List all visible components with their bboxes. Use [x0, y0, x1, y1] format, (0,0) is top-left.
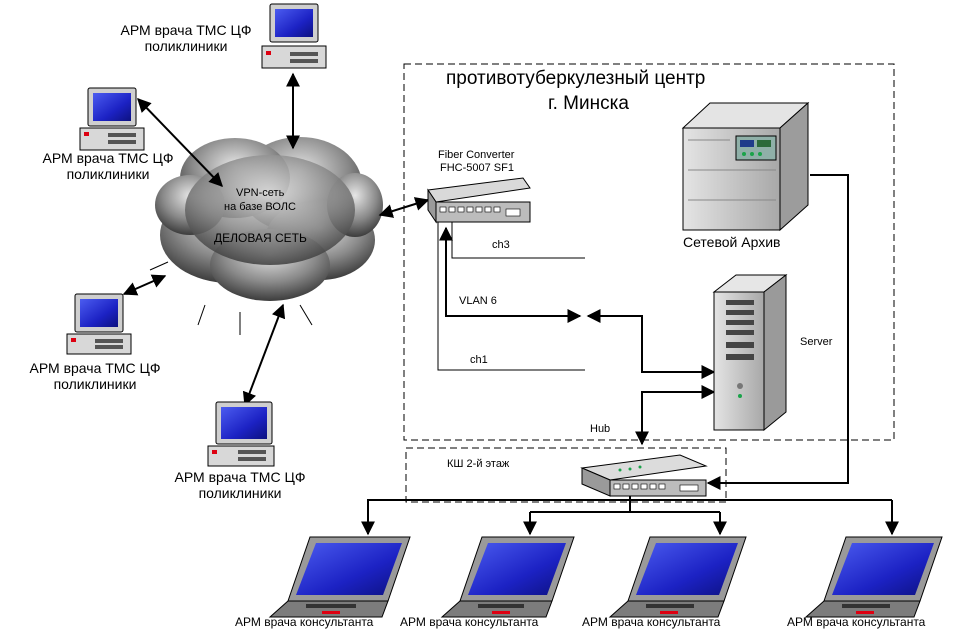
vlan-label: VLAN 6 [459, 295, 497, 307]
ws-top-line2: поликлиники [144, 38, 228, 55]
line-ch1 [437, 222, 585, 371]
laptop-3 [608, 536, 747, 618]
vpn-label-line2: на базе ВОЛС [224, 201, 296, 213]
link-ws-bottom [242, 303, 286, 407]
line-vlan-server [586, 309, 716, 379]
network-archive-device [681, 101, 810, 232]
center-title-line1: противотуберкулезный центр [446, 68, 706, 89]
ws-left-top-label: АРМ врача ТМС ЦФ поликлиники [30, 150, 186, 182]
ws-top-label: АРМ врача ТМС ЦФ поликлиники [108, 22, 264, 54]
laptop-1 [268, 536, 411, 618]
business-network-label: ДЕЛОВАЯ СЕТЬ [214, 231, 307, 245]
server-device [712, 273, 788, 432]
link-cloud-converter [378, 197, 430, 218]
link-ws-left-top [137, 97, 223, 188]
workstation-left-bottom [66, 293, 132, 355]
ws-bottom-line1: АРМ врача ТМС ЦФ [174, 469, 306, 485]
workstation-left-top [79, 87, 145, 151]
line-ch3 [451, 222, 585, 259]
ws-left-top-line1: АРМ врача ТМС ЦФ [42, 150, 174, 166]
server-label: Server [800, 336, 833, 348]
floor-boundary [405, 447, 727, 503]
ws-top-line1: АРМ врача ТМС ЦФ [120, 22, 252, 38]
hub-device [580, 454, 708, 497]
floor-label: КШ 2-й этаж [447, 458, 510, 470]
ch3-label: ch3 [492, 239, 510, 251]
laptop-3-label: АРМ врача консультанта [582, 615, 721, 629]
center-boundary [403, 63, 895, 441]
laptop-2-label: АРМ врача консультанта [400, 615, 539, 629]
line-vlan [439, 226, 582, 323]
laptop-1-label: АРМ врача консультанта [235, 615, 374, 629]
ch1-label: ch1 [470, 354, 488, 366]
laptop-4 [804, 536, 943, 618]
laptop-2 [440, 536, 575, 618]
line-hub-server [635, 385, 716, 446]
archive-label: Сетевой Архив [683, 234, 781, 250]
workstation-bottom [207, 401, 275, 467]
ws-left-bottom-line2: поликлиники [53, 376, 137, 393]
ws-left-bottom-line1: АРМ врача ТМС ЦФ [29, 360, 161, 376]
workstation-top [261, 3, 327, 69]
ws-bottom-line2: поликлиники [198, 485, 282, 502]
line-archive-hub [706, 174, 849, 490]
converter-label-line1: Fiber Converter [438, 149, 515, 161]
ws-left-bottom-label: АРМ врача ТМС ЦФ поликлиники [17, 360, 173, 392]
hub-label: Hub [590, 423, 611, 435]
fiber-converter [427, 177, 531, 224]
vpn-label-line1: VPN-сеть [236, 187, 285, 199]
link-ws-left-bottom [122, 274, 167, 296]
laptop-4-label: АРМ врача консультанта [787, 615, 926, 629]
ws-bottom-label: АРМ врача ТМС ЦФ поликлиники [162, 469, 318, 501]
converter-label-line2: FHC-5007 SF1 [440, 162, 514, 174]
ws-left-top-line2: поликлиники [66, 166, 150, 183]
center-title-line2: г. Минска [548, 93, 629, 114]
